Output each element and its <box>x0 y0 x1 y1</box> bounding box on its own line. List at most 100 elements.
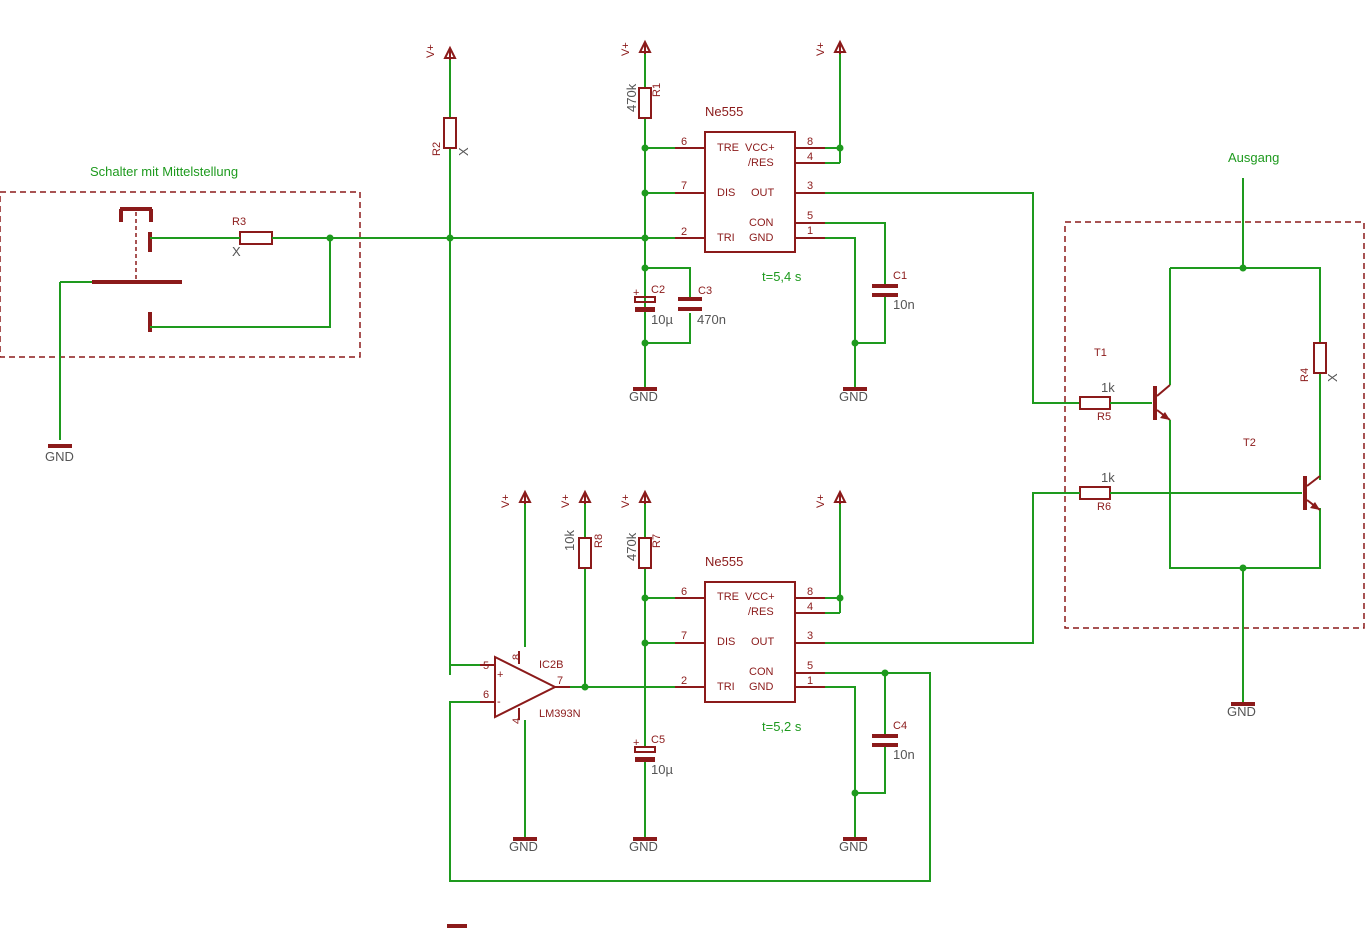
gnd-symbol-c1: GND <box>839 387 868 404</box>
svg-text:R8: R8 <box>593 534 605 548</box>
svg-text:V+: V+ <box>815 494 827 508</box>
svg-text:470n: 470n <box>697 312 726 327</box>
capacitor-c1: C1 10n <box>872 270 915 312</box>
svg-text:GND: GND <box>509 839 538 854</box>
ne555-timer-1: Ne555 TRE VCC+ /RES DIS OUT CON TRI GND … <box>675 104 825 253</box>
svg-text:TRE: TRE <box>717 142 739 154</box>
timer2-c4-wires <box>825 673 886 838</box>
ne555-timer-2: Ne555 TRE VCC+ /RES DIS OUT CON TRI GND … <box>675 554 825 703</box>
switch-group-frame <box>0 191 361 358</box>
lm393-comparator: + - 5 6 7 8 4 IC2B LM393N <box>480 651 581 724</box>
svg-text:7: 7 <box>681 630 687 642</box>
svg-text:GND: GND <box>45 449 74 464</box>
svg-text:3: 3 <box>807 630 813 642</box>
svg-text:1: 1 <box>807 675 813 687</box>
timer1-c1-wires <box>825 222 886 388</box>
svg-text:6: 6 <box>681 136 687 148</box>
svg-text:TRI: TRI <box>717 232 735 244</box>
svg-text:TRE: TRE <box>717 591 739 603</box>
svg-text:C2: C2 <box>651 284 665 296</box>
junction-dot <box>836 594 844 602</box>
svg-text:V+: V+ <box>620 42 632 56</box>
resistor-r5: 1k R5 <box>1079 380 1115 423</box>
svg-text:DIS: DIS <box>717 187 735 199</box>
timer2-output-wire <box>825 492 1080 644</box>
junction-dot <box>851 339 859 347</box>
svg-text:R7: R7 <box>651 534 663 548</box>
comparator-plus-wire <box>449 664 480 675</box>
svg-text:6: 6 <box>681 586 687 598</box>
transistor-t1: T1 <box>1094 347 1171 421</box>
svg-text:R4: R4 <box>1299 368 1311 382</box>
transistor-t2: T2 <box>1243 437 1321 511</box>
junction-dot <box>641 189 649 197</box>
svg-text:TRI: TRI <box>717 681 735 693</box>
vplus-symbol-r1: V+ <box>620 39 652 56</box>
svg-text:5: 5 <box>807 210 813 222</box>
svg-text:4: 4 <box>807 151 813 163</box>
svg-text:2: 2 <box>681 675 687 687</box>
svg-text:10µ: 10µ <box>651 312 673 327</box>
gnd-symbol-output: GND <box>1227 702 1256 719</box>
resistor-r8: R8 10k <box>562 504 605 687</box>
gnd-symbol-timer1: GND <box>629 387 658 404</box>
gnd-symbol-comparator: GND <box>509 837 538 854</box>
capacitor-c2: + C2 10µ <box>633 284 673 327</box>
svg-text:/RES: /RES <box>748 606 774 618</box>
junction-dot <box>1239 264 1247 272</box>
output-stage-frame <box>1064 221 1365 629</box>
svg-text:C4: C4 <box>893 720 907 732</box>
timer2-trigger-wires <box>645 597 675 644</box>
capacitor-c3: C3 470n <box>678 285 726 327</box>
junction-dot <box>641 234 649 242</box>
junction-dot <box>326 234 334 242</box>
svg-text:+: + <box>633 287 639 299</box>
svg-text:6: 6 <box>483 689 489 701</box>
vplus-symbol-r8: V+ <box>560 489 592 508</box>
output-label: Ausgang <box>1228 150 1279 165</box>
svg-text:+: + <box>633 737 639 749</box>
svg-text:IC2B: IC2B <box>539 659 563 671</box>
svg-text:OUT: OUT <box>751 636 775 648</box>
svg-text:R5: R5 <box>1097 411 1111 423</box>
junction-dot <box>446 234 454 242</box>
switch-wires <box>59 237 331 440</box>
svg-text:T2: T2 <box>1243 437 1256 449</box>
switch-group-label: Schalter mit Mittelstellung <box>90 164 238 179</box>
svg-text:CON: CON <box>749 666 774 678</box>
junction-dot <box>641 144 649 152</box>
svg-text:+: + <box>497 669 503 681</box>
vplus-symbol-timer1: V+ <box>815 39 847 56</box>
svg-text:V+: V+ <box>815 42 827 56</box>
svg-text:GND: GND <box>749 232 774 244</box>
svg-text:GND: GND <box>629 389 658 404</box>
svg-text:R3: R3 <box>232 216 246 228</box>
vplus-symbol-timer2: V+ <box>815 489 847 508</box>
svg-text:-: - <box>497 696 501 708</box>
svg-text:GND: GND <box>629 839 658 854</box>
svg-text:VCC+: VCC+ <box>745 591 775 603</box>
gnd-symbol-timer2: GND <box>629 837 658 854</box>
timer2-time-label: t=5,2 s <box>762 719 802 734</box>
svg-text:X: X <box>1325 373 1340 382</box>
junction-dot <box>851 789 859 797</box>
svg-text:VCC+: VCC+ <box>745 142 775 154</box>
svg-text:1k: 1k <box>1101 470 1115 485</box>
svg-text:2: 2 <box>681 226 687 238</box>
svg-text:8: 8 <box>807 136 813 148</box>
svg-text:V+: V+ <box>620 494 632 508</box>
svg-text:GND: GND <box>1227 704 1256 719</box>
svg-text:7: 7 <box>681 180 687 192</box>
resistor-r6: 1k R6 <box>1079 470 1115 513</box>
svg-text:10µ: 10µ <box>651 762 673 777</box>
vplus-symbol-comparator: V+ <box>500 489 532 508</box>
svg-text:470k: 470k <box>624 532 639 561</box>
svg-text:T1: T1 <box>1094 347 1107 359</box>
svg-text:V+: V+ <box>560 494 572 508</box>
svg-text:3: 3 <box>807 180 813 192</box>
svg-text:4: 4 <box>807 601 813 613</box>
svg-text:4: 4 <box>511 718 523 724</box>
junction-dot <box>881 669 889 677</box>
svg-text:10k: 10k <box>562 530 577 551</box>
